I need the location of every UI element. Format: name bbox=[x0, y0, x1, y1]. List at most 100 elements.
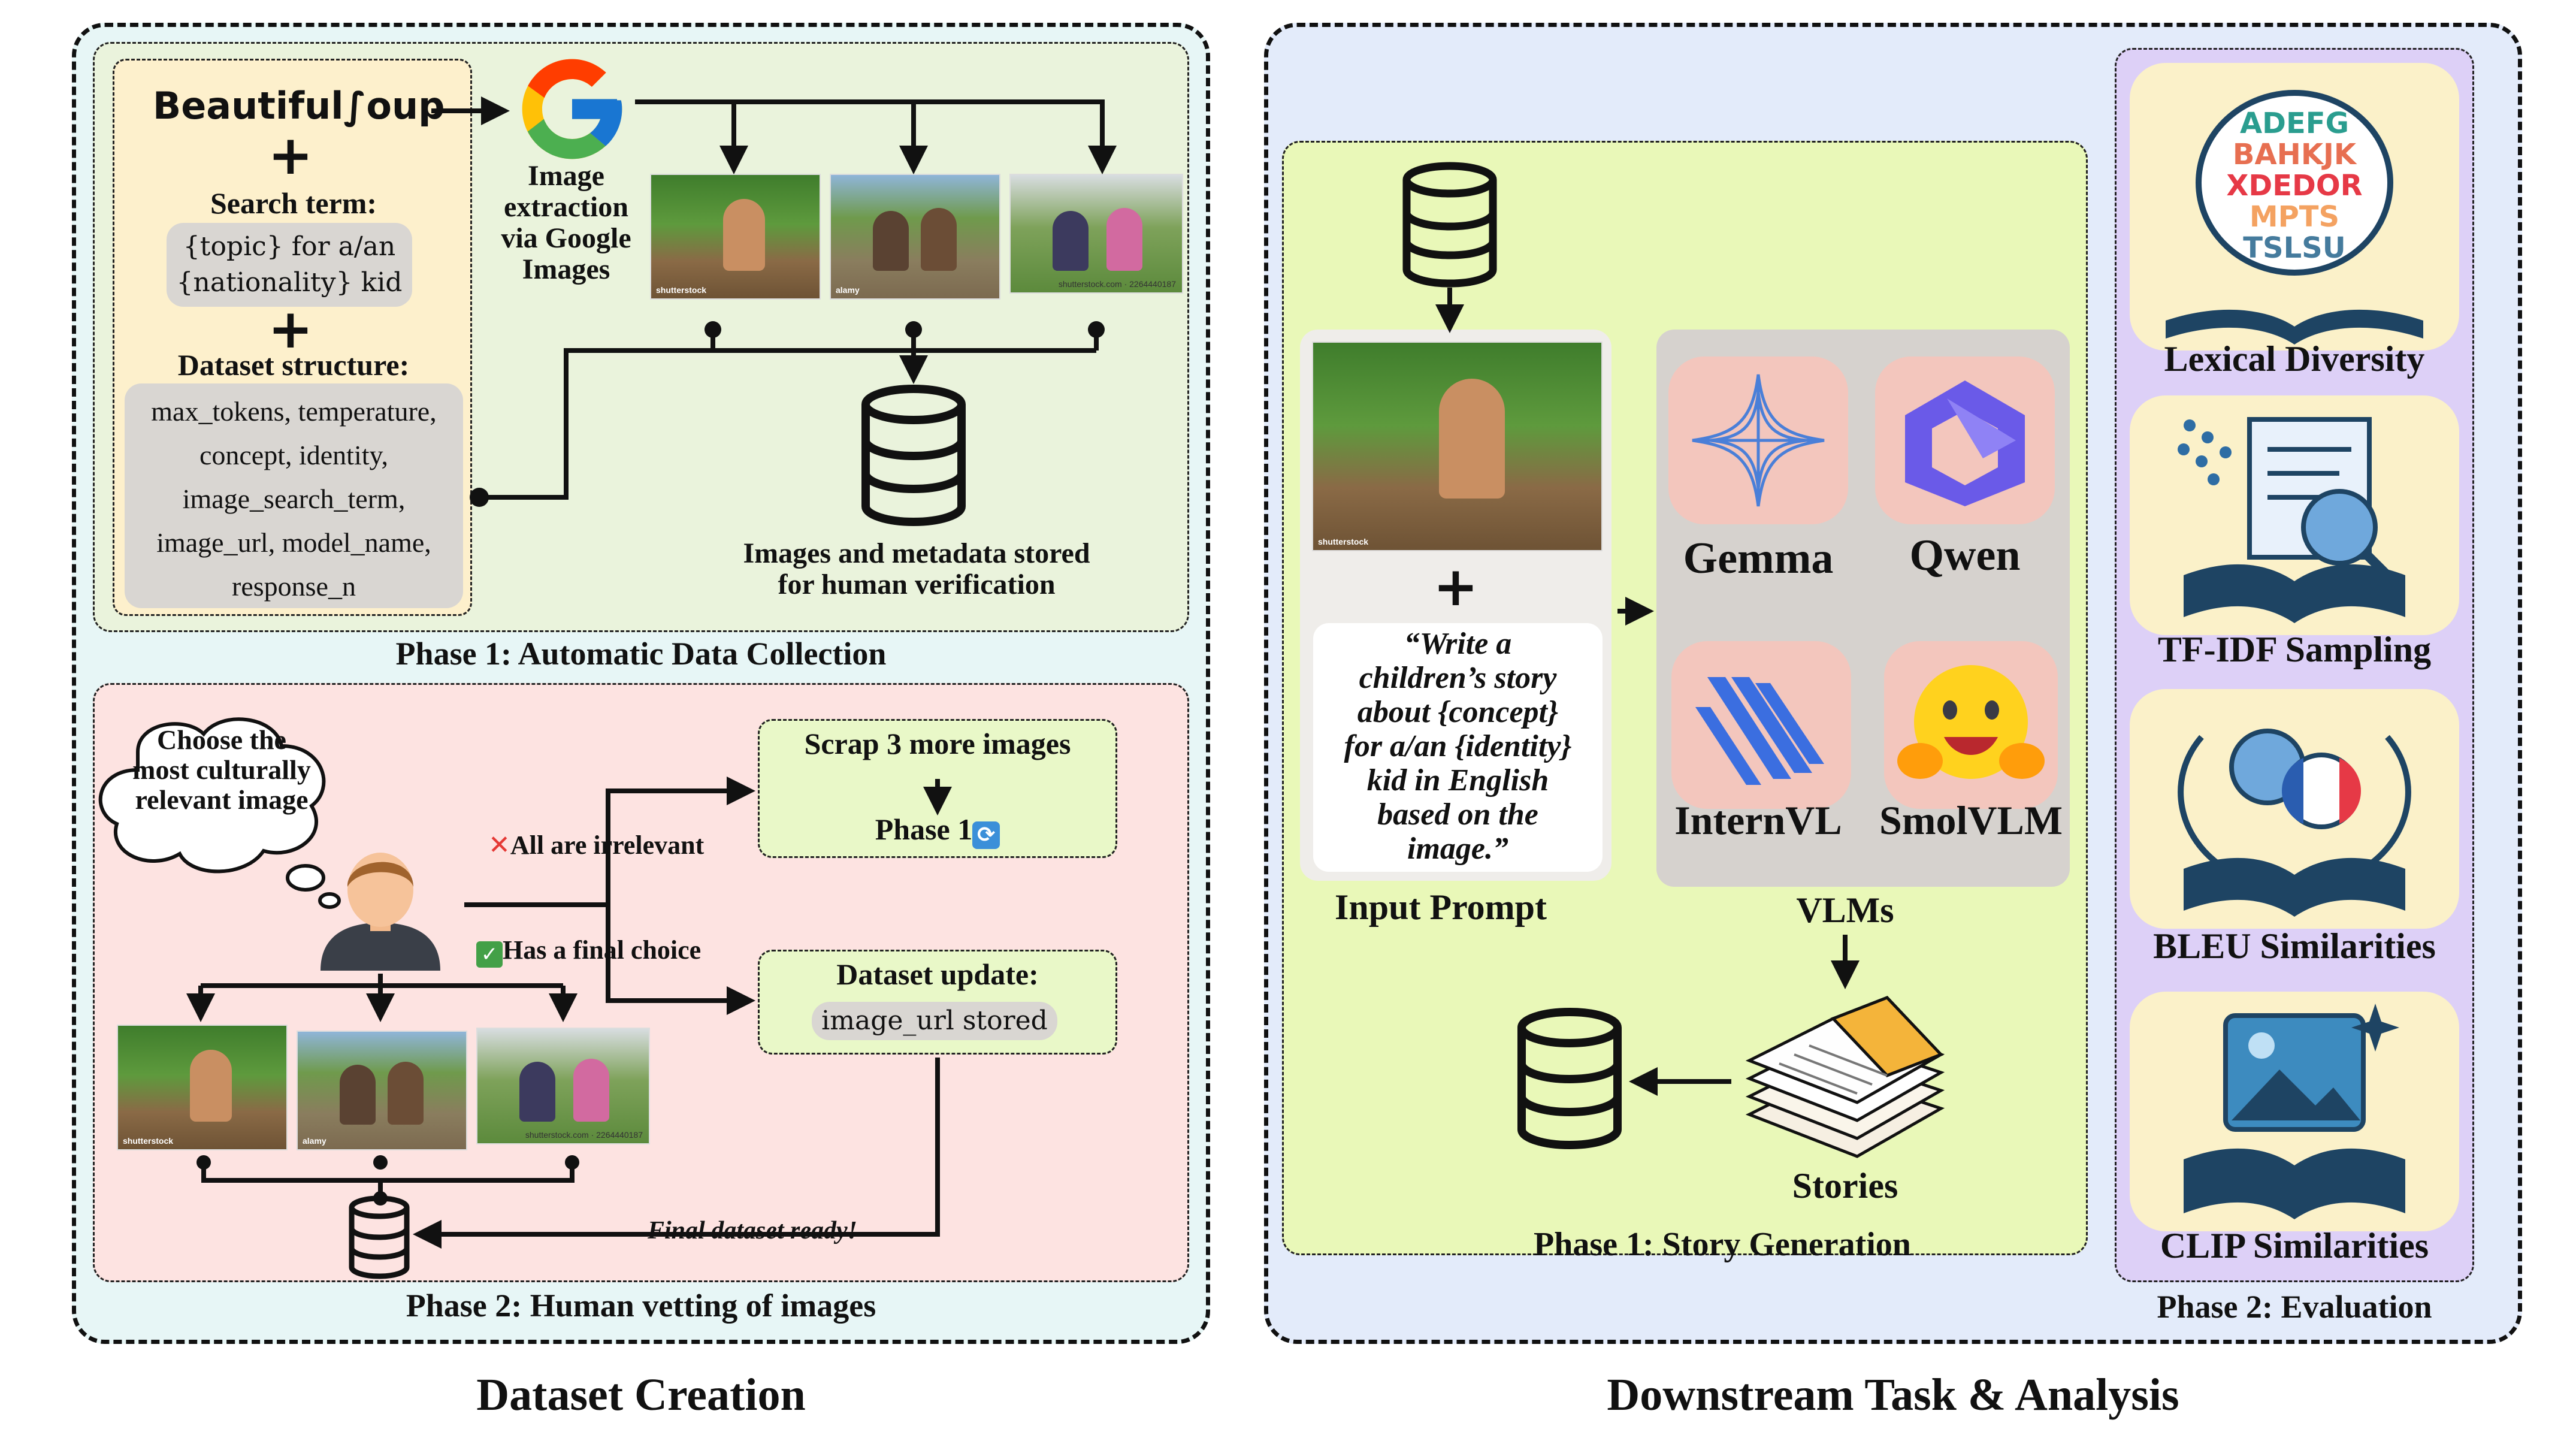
human-avatar-icon bbox=[318, 845, 443, 971]
plus-icon: + bbox=[1433, 555, 1479, 618]
hugging-face-icon bbox=[1897, 665, 2045, 779]
photo-boy-planting: shutterstock bbox=[1312, 342, 1603, 551]
google-caption: Image extraction via Google Images bbox=[479, 161, 653, 285]
clip-tile bbox=[2130, 992, 2459, 1231]
beautifulsoup-logo: Beautiful∫oup bbox=[153, 84, 445, 128]
metric-label-bleu: BLEU Similarities bbox=[2153, 926, 2436, 966]
prompt-line: kid in English bbox=[1366, 763, 1549, 797]
photo-boy-planting: shutterstock bbox=[117, 1025, 288, 1150]
search-term-chip: {topic} for a/an {nationality} kid bbox=[167, 223, 412, 307]
lexical-diversity-tile: ADEFG BAHKJK XDEDOR MPTS TSLSU bbox=[2130, 63, 2459, 351]
photo-boy-planting: shutterstock bbox=[650, 174, 821, 300]
dataset-structure-chip: max_tokens, temperature, concept, identi… bbox=[125, 383, 463, 608]
final-choice-label: Has a final choice bbox=[503, 935, 702, 965]
dataset-creation-caption: Dataset Creation bbox=[476, 1370, 806, 1420]
scrap-title: Scrap 3 more images bbox=[804, 727, 1071, 760]
qwen-logo bbox=[1875, 357, 2055, 524]
letters-row: MPTS bbox=[2249, 200, 2340, 234]
photo-watermark: alamy bbox=[303, 1136, 326, 1146]
letters-row: XDEDOR bbox=[2226, 169, 2363, 203]
person-figure bbox=[573, 1059, 609, 1122]
person-figure bbox=[190, 1050, 232, 1122]
photo-watermark: shutterstock bbox=[123, 1136, 174, 1146]
person-figure bbox=[1106, 208, 1142, 271]
photo-watermark: shutterstock.com · 2264440187 bbox=[525, 1130, 643, 1140]
structure-line: max_tokens, temperature, bbox=[151, 396, 437, 427]
database-icon bbox=[1513, 1007, 1626, 1150]
search-term-line2: {nationality} kid bbox=[176, 267, 403, 298]
photo-watermark: shutterstock.com · 2264440187 bbox=[1058, 279, 1176, 289]
search-term-line1: {topic} for a/an bbox=[183, 231, 396, 262]
plus-icon: + bbox=[268, 298, 313, 361]
prompt-line: children’s story bbox=[1359, 661, 1557, 695]
prompt-line: for a/an {identity} bbox=[1344, 729, 1572, 763]
person-figure bbox=[1439, 379, 1505, 499]
gemma-star-icon bbox=[1692, 374, 1825, 507]
final-dataset-label: Final dataset ready! bbox=[644, 1216, 861, 1245]
book-letters-icon bbox=[2166, 90, 2423, 345]
google-caption-line: via Google bbox=[501, 222, 631, 254]
structure-line: image_url, model_name, bbox=[156, 527, 431, 558]
metric-label-tfidf: TF-IDF Sampling bbox=[2157, 630, 2432, 669]
google-caption-line: Images bbox=[522, 253, 610, 285]
vlms-label: VLMs bbox=[1796, 890, 1894, 930]
input-prompt-label: Input Prompt bbox=[1335, 887, 1547, 927]
tfidf-tile bbox=[2130, 395, 2459, 635]
structure-line: image_search_term, bbox=[182, 484, 406, 514]
person-figure bbox=[921, 208, 957, 271]
model-name-internvl: InternVL bbox=[1674, 797, 1842, 843]
thought-line: Choose the bbox=[157, 724, 286, 755]
structure-line: response_n bbox=[232, 571, 356, 602]
prompt-line: based on the bbox=[1377, 797, 1538, 832]
scrap-phase: Phase 1⟳ bbox=[758, 812, 1117, 849]
person-figure bbox=[340, 1065, 376, 1125]
database-icon bbox=[857, 383, 970, 527]
prompt-line: about {concept} bbox=[1357, 695, 1559, 729]
person-figure bbox=[723, 199, 765, 271]
search-term-title: Search term: bbox=[210, 186, 377, 220]
plus-icon: + bbox=[268, 124, 313, 187]
thought-line: relevant image bbox=[135, 784, 309, 815]
person-figure bbox=[873, 211, 909, 271]
qwen-hexagon-icon bbox=[1905, 380, 2025, 506]
prompt-card: “Write a children’s story about {concept… bbox=[1313, 623, 1603, 872]
internvl-stripes-icon bbox=[1695, 677, 1824, 785]
final-choice-branch: ✓Has a final choice bbox=[476, 935, 701, 968]
gemma-logo bbox=[1668, 357, 1848, 524]
story-generation-title: Phase 1: Story Generation bbox=[1534, 1226, 1911, 1263]
evaluation-title: Phase 2: Evaluation bbox=[2157, 1289, 2432, 1325]
thought-text: Choose the most culturally relevant imag… bbox=[102, 725, 341, 815]
stories-papers-icon bbox=[1737, 983, 1953, 1168]
photo-watermark: shutterstock bbox=[1318, 537, 1369, 546]
photo-kids-garden: shutterstock.com · 2264440187 bbox=[1009, 174, 1183, 294]
photo-boys-field: alamy bbox=[830, 174, 1000, 300]
person-figure bbox=[519, 1062, 555, 1122]
storage-caption: Images and metadata stored for human ver… bbox=[707, 538, 1126, 600]
prompt-line: “Write a bbox=[1404, 627, 1512, 661]
checkmark-icon: ✓ bbox=[476, 941, 503, 968]
smolvlm-logo bbox=[1884, 641, 2058, 809]
model-name-smolvlm: SmolVLM bbox=[1879, 797, 2063, 843]
photo-watermark: alamy bbox=[836, 285, 860, 295]
google-caption-line: extraction bbox=[504, 191, 628, 223]
person-figure bbox=[1053, 211, 1089, 271]
model-name-gemma: Gemma bbox=[1683, 534, 1834, 583]
dataset-structure-title: Dataset structure: bbox=[177, 348, 410, 382]
repeat-icon: ⟳ bbox=[972, 821, 1000, 849]
google-caption-line: Image bbox=[528, 160, 604, 192]
photo-boys-field: alamy bbox=[297, 1031, 467, 1150]
storage-caption-line: for human verification bbox=[778, 569, 1056, 600]
letters-row: ADEFG bbox=[2240, 107, 2349, 140]
bleu-tile bbox=[2130, 689, 2459, 929]
image-book-icon bbox=[2184, 1004, 2405, 1219]
scrap-phase-label: Phase 1 bbox=[875, 812, 973, 846]
letters-row: BAHKJK bbox=[2232, 138, 2357, 171]
photo-kids-garden: shutterstock.com · 2264440187 bbox=[476, 1028, 650, 1144]
document-magnifier-icon bbox=[2178, 417, 2405, 623]
structure-line: concept, identity, bbox=[199, 440, 389, 470]
update-chip: image_url stored bbox=[812, 1002, 1057, 1040]
letters-art: ADEFG BAHKJK XDEDOR MPTS TSLSU bbox=[2220, 108, 2369, 264]
stories-label: Stories bbox=[1792, 1166, 1898, 1206]
person-figure bbox=[388, 1062, 424, 1125]
